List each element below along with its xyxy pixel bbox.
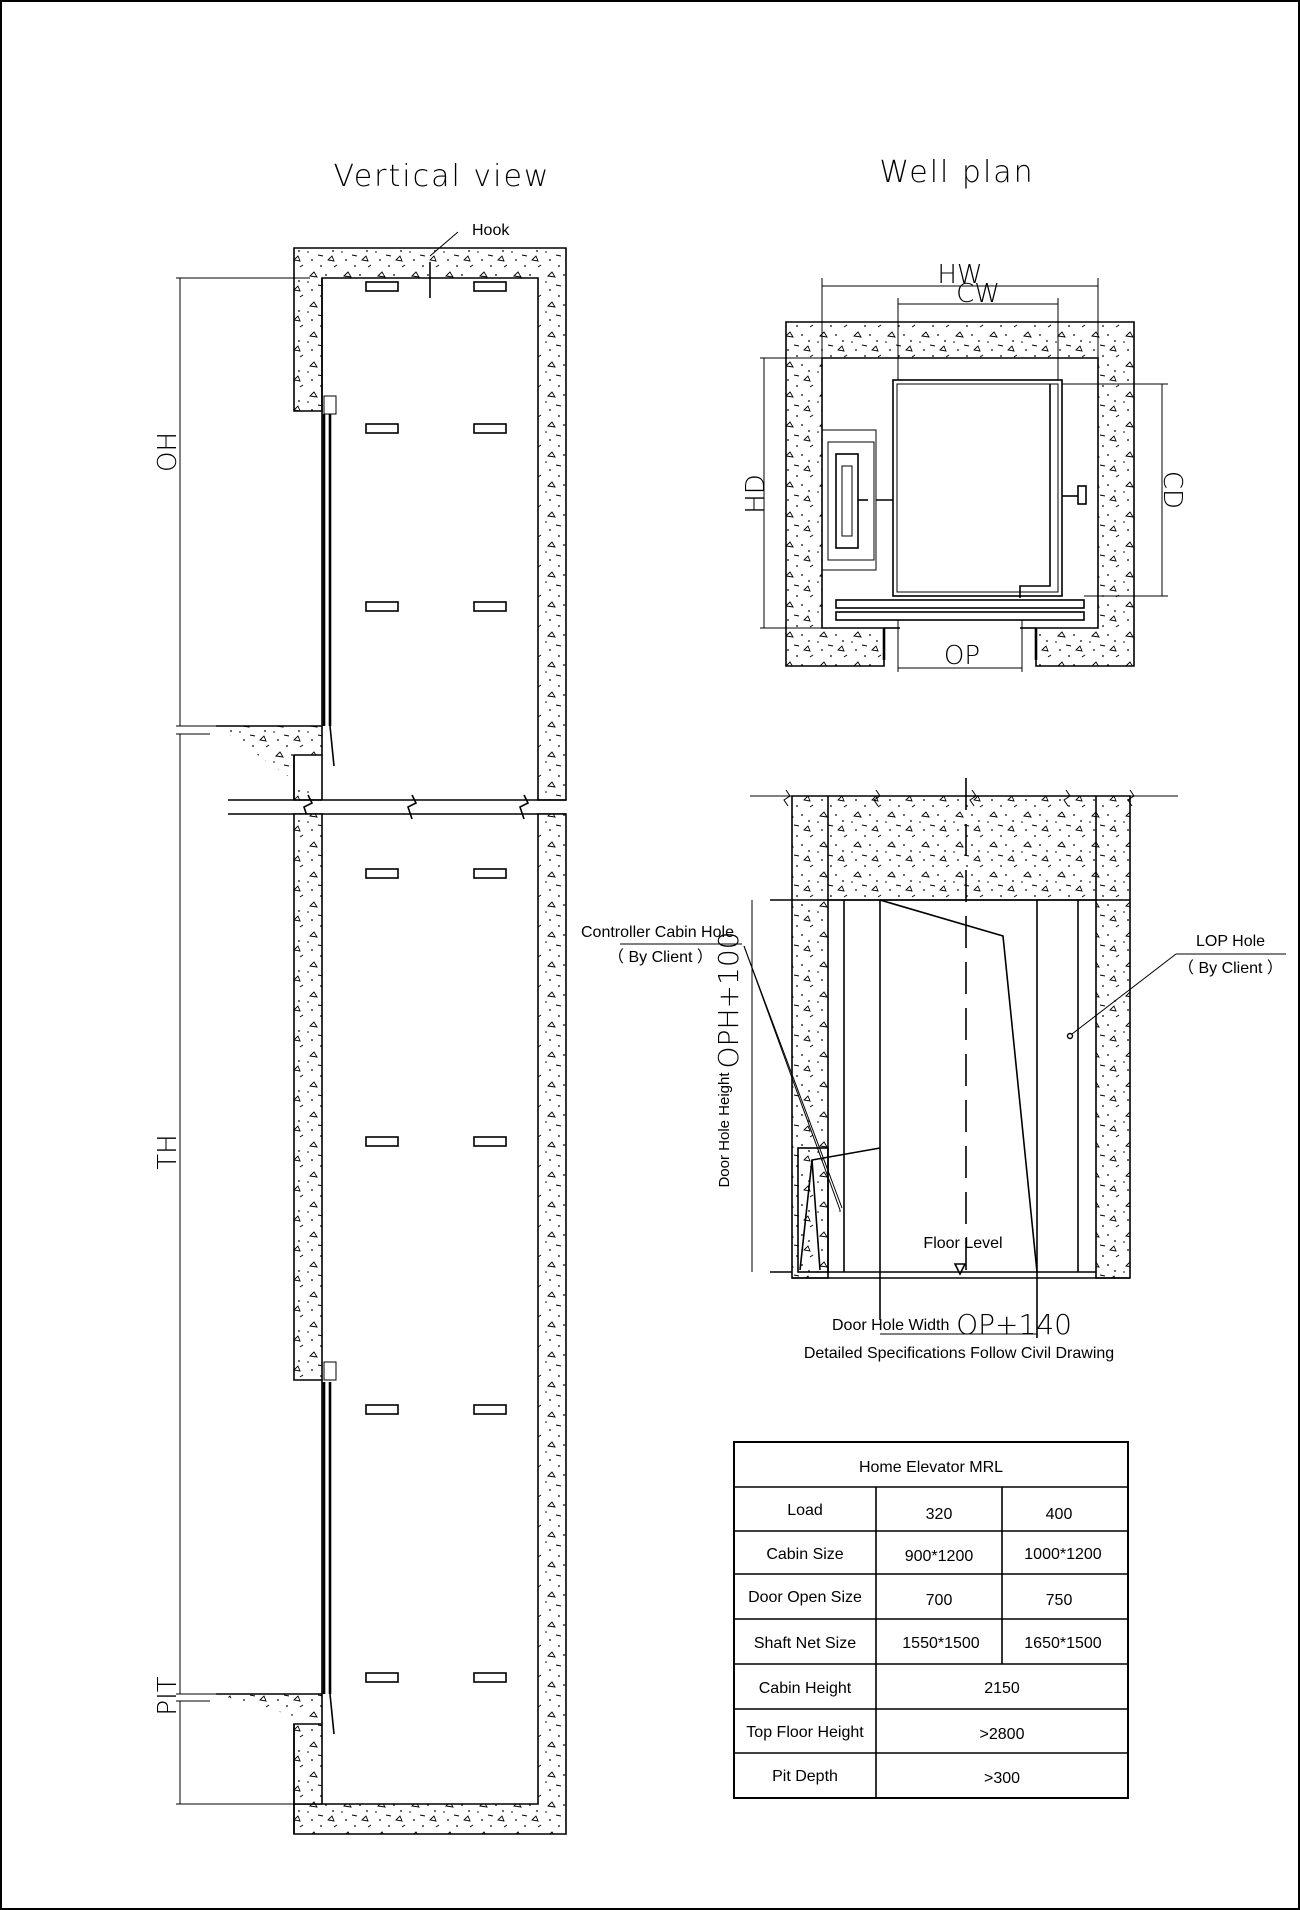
- door-hole-width-value: OP+140: [956, 1308, 1072, 1341]
- door-hole-height-label: Door Hole Height: [716, 1072, 733, 1188]
- oh-label: OH: [153, 432, 183, 472]
- bracket-slots: [365, 281, 507, 1683]
- table-row-label: Shaft Net Size: [754, 1635, 856, 1652]
- th-label: TH: [153, 1134, 183, 1169]
- vertical-view: Vertical view Hoo: [153, 159, 567, 1835]
- cabin-outline: [892, 379, 1063, 597]
- hw-label: HW: [937, 260, 982, 290]
- right-wall-lower: [293, 813, 567, 1835]
- table-cell: 1550*1500: [902, 1635, 980, 1652]
- controller-hole-label: Controller Cabin Hole: [581, 924, 734, 941]
- pit-label: PIT: [153, 1676, 183, 1715]
- table-cell: 700: [926, 1592, 953, 1609]
- civil-drawing-note: Detailed Specifications Follow Civil Dra…: [804, 1345, 1114, 1362]
- cd-label: CD: [1157, 471, 1187, 509]
- elevation-walls: [791, 795, 1131, 1279]
- pit-floor-slab: [216, 1693, 323, 1805]
- controller-by-client: （ By Client ）: [608, 948, 713, 966]
- vertical-view-title: Vertical view: [334, 159, 551, 194]
- top-slab: [293, 247, 567, 801]
- landing-sill: [835, 611, 1085, 621]
- door-elevation: Controller Cabin Hole （ By Client ） LOP …: [581, 778, 1286, 1362]
- table-row-label: Top Floor Height: [746, 1724, 864, 1741]
- table-cell: 1000*1200: [1024, 1546, 1102, 1563]
- well-plan: Well plan HW CW: [741, 155, 1187, 672]
- table-row-label: Pit Depth: [772, 1768, 838, 1785]
- op-label: OP: [944, 641, 980, 671]
- door-hole-height-value: OPH+100: [712, 932, 745, 1069]
- floor-level-label: Floor Level: [923, 1235, 1002, 1252]
- hook-label: Hook: [472, 222, 510, 239]
- table-cell: 900*1200: [905, 1548, 974, 1565]
- car-sill: [835, 599, 1085, 609]
- hd-label: HD: [741, 474, 771, 514]
- table-title: Home Elevator MRL: [859, 1459, 1003, 1476]
- upper-floor-slab: [216, 725, 323, 801]
- table-cell: 320: [926, 1506, 953, 1523]
- table-cell: 750: [1046, 1592, 1073, 1609]
- lop-hole-label: LOP Hole: [1196, 933, 1265, 950]
- table-cell: 1650*1500: [1024, 1635, 1102, 1652]
- spec-table: Home Elevator MRL Load 320 400 Cabin Siz…: [733, 1441, 1129, 1799]
- table-cell: >300: [984, 1770, 1020, 1787]
- table-row-label: Cabin Size: [766, 1546, 843, 1563]
- table-row-label: Load: [787, 1502, 823, 1519]
- left-wall-lower: [293, 813, 323, 1381]
- cw-label: CW: [956, 279, 1000, 309]
- table-cell: 2150: [984, 1680, 1020, 1697]
- lop-by-client: （ By Client ）: [1178, 959, 1283, 977]
- table-cell: >2800: [980, 1726, 1025, 1743]
- door-hole-width-label: Door Hole Width: [832, 1317, 949, 1334]
- table-row-label: Door Open Size: [748, 1589, 862, 1606]
- shaft-walls: [785, 321, 1135, 667]
- table-cell: 400: [1046, 1506, 1073, 1523]
- table-row-label: Cabin Height: [759, 1680, 852, 1697]
- well-plan-title: Well plan: [879, 155, 1034, 190]
